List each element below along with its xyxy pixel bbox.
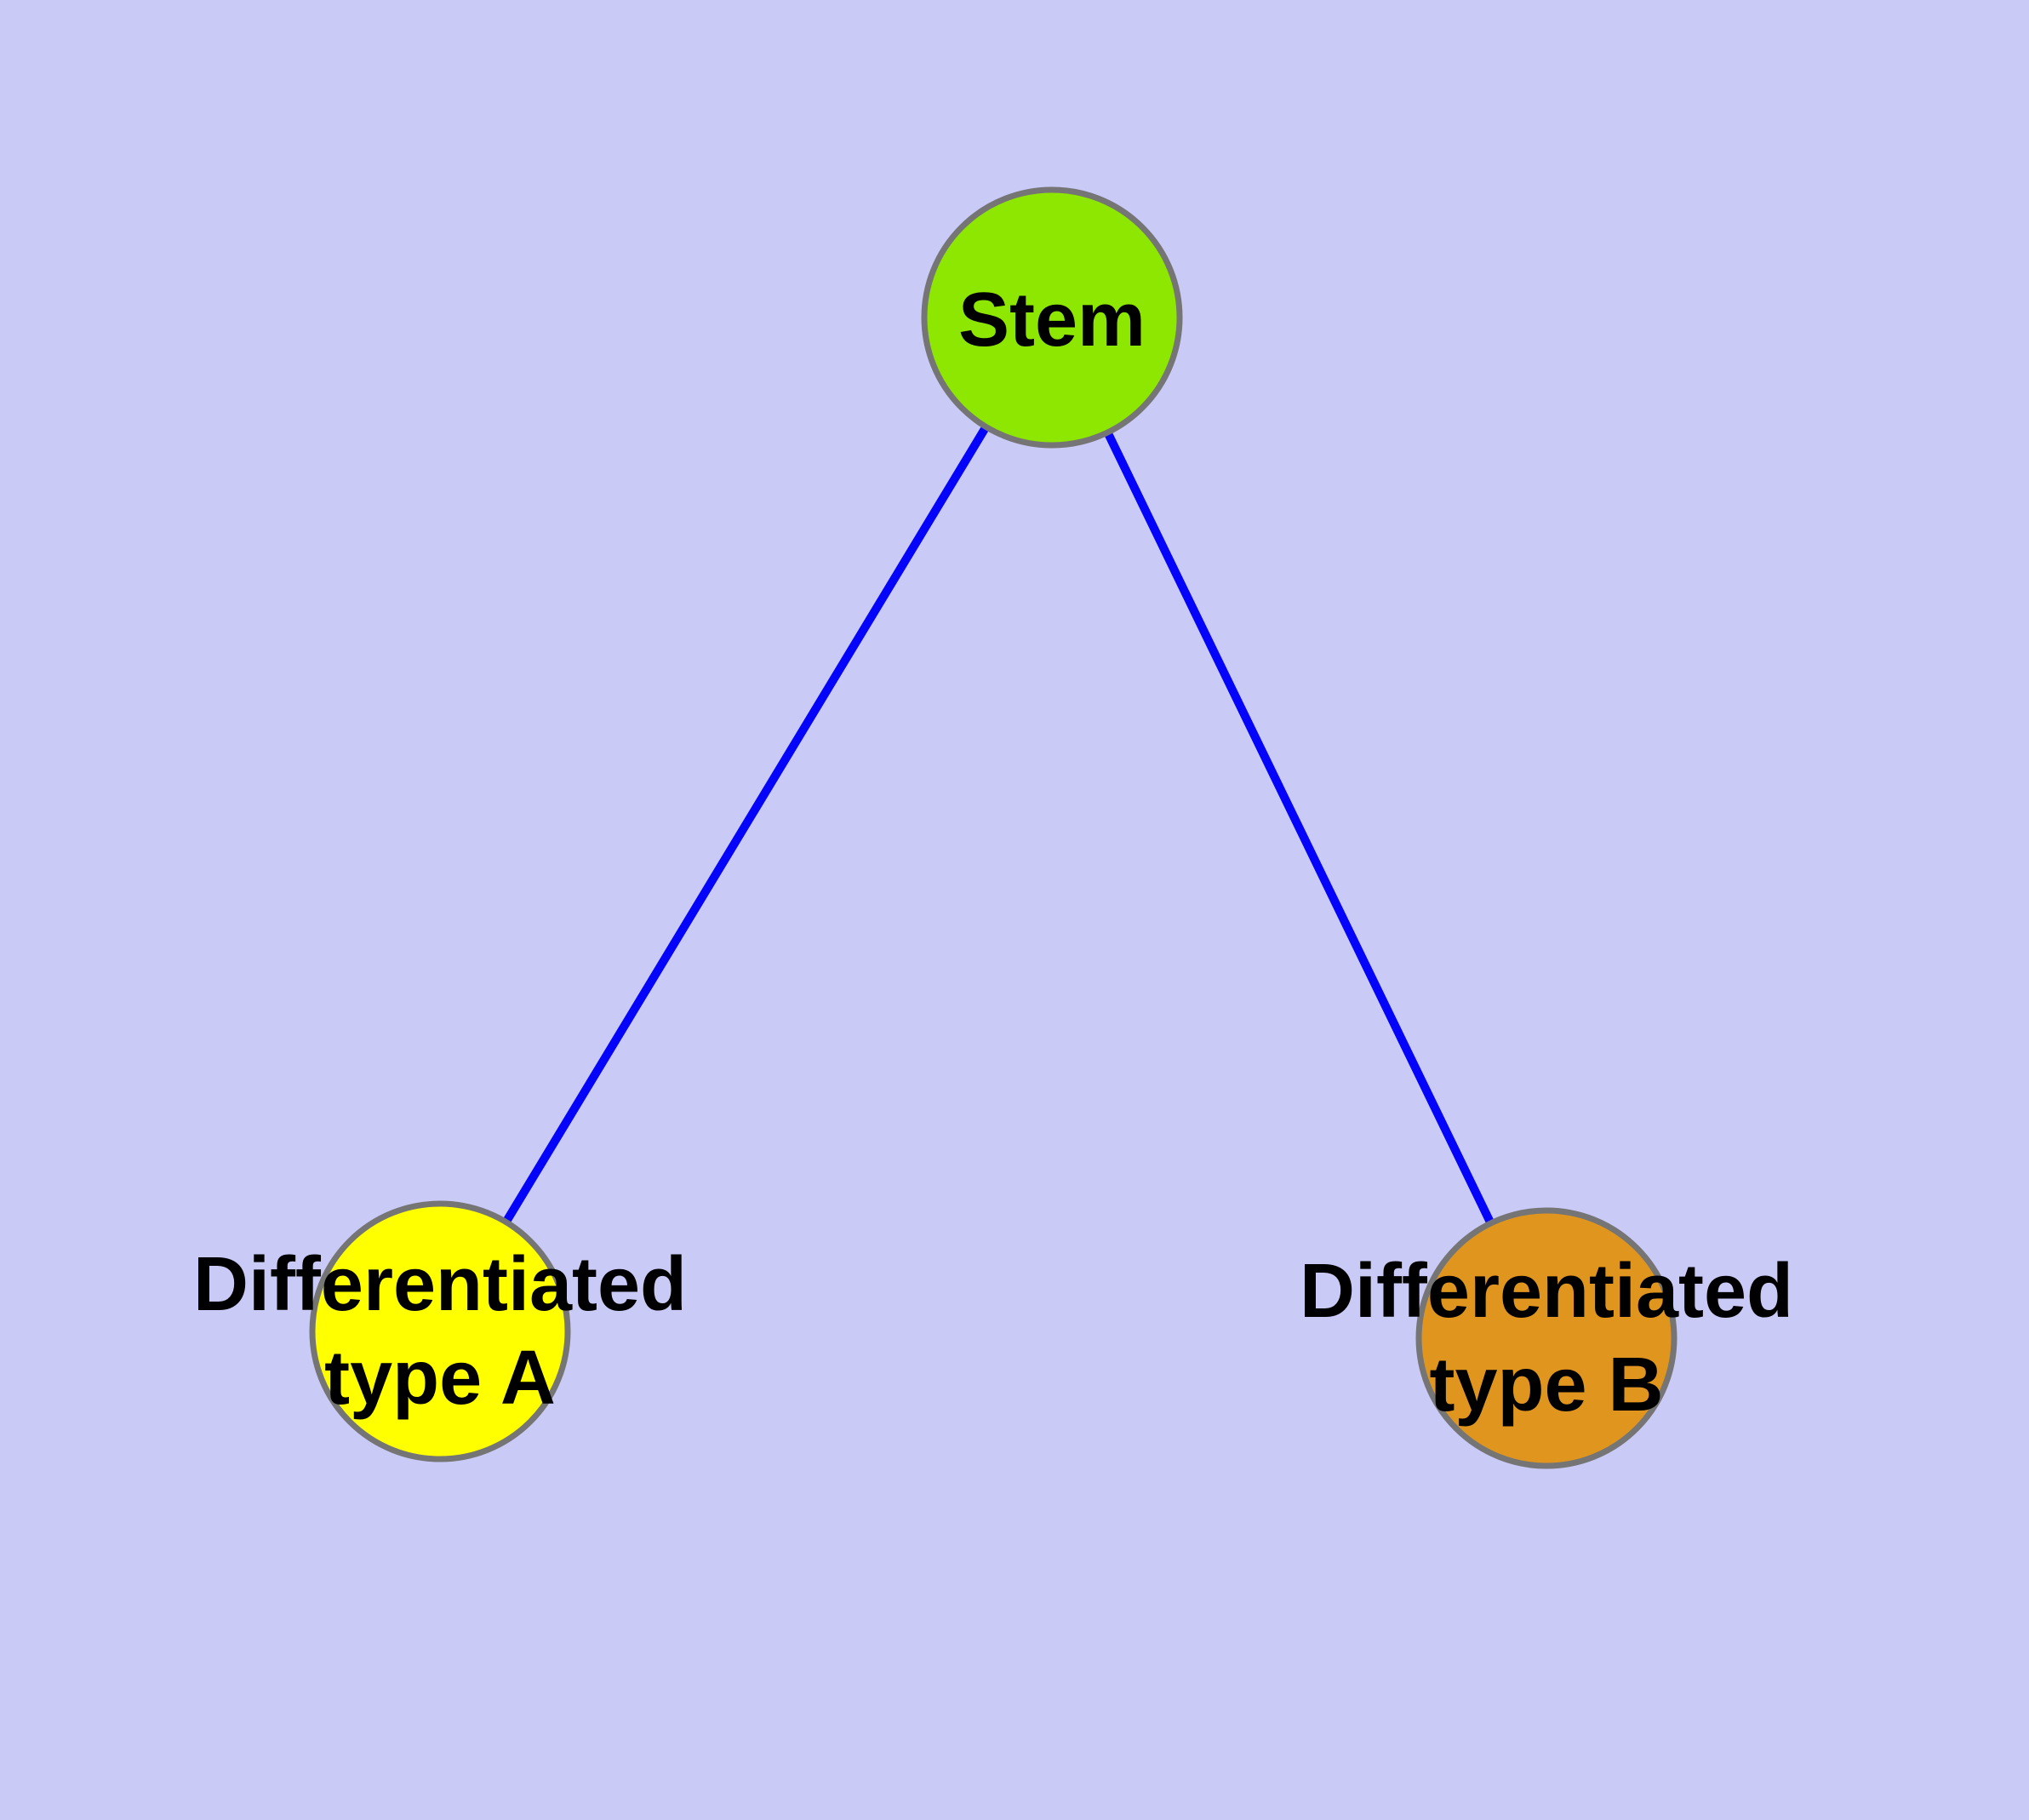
node-type-b xyxy=(1415,1207,1677,1469)
node-type-a-label-line1: Differentiated xyxy=(193,1242,687,1327)
node-type-a xyxy=(309,1200,571,1462)
node-stem-label: Stem xyxy=(958,278,1146,363)
node-type-b-label-line2: type B xyxy=(1429,1342,1663,1428)
edge-stem-to-type-a xyxy=(436,315,1056,1334)
node-type-a-label-line2: type A xyxy=(324,1336,556,1421)
node-stem xyxy=(921,186,1183,449)
edge-stem-to-type-b xyxy=(1048,315,1551,1341)
node-type-b-label-line1: Differentiated xyxy=(1300,1249,1793,1334)
